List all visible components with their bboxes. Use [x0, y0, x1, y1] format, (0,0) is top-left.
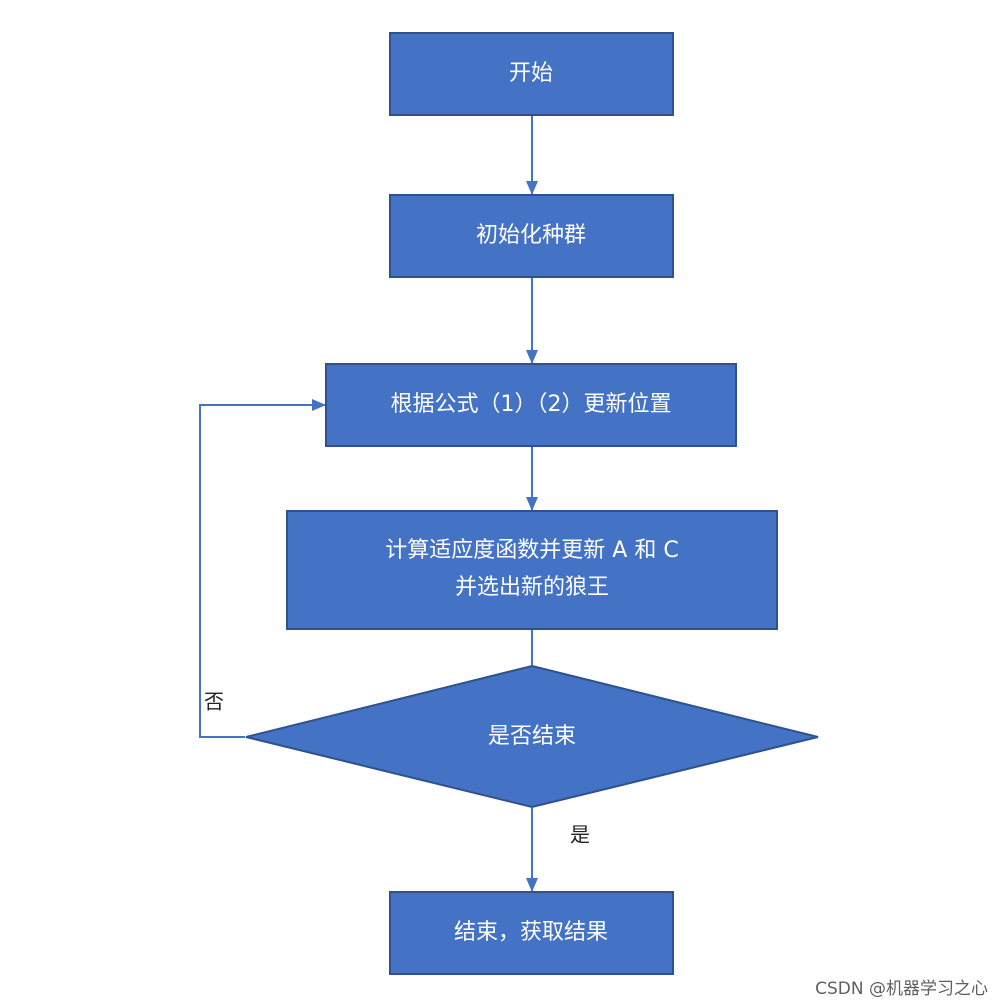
edge-label-yes: 是: [570, 823, 590, 847]
update-position-label: 根据公式（1）（2）更新位置: [391, 392, 672, 417]
edge-label-no: 否: [204, 690, 224, 714]
decision-node: [245, 664, 819, 809]
end-node: [389, 891, 674, 975]
arrow-decision-loop-back: [199, 399, 326, 738]
decision-label: 是否结束: [488, 724, 576, 749]
calc-fitness-label-line2: 并选出新的狼王: [455, 575, 609, 600]
start-node-label: 开始: [509, 61, 553, 86]
watermark-text: CSDN @机器学习之心: [815, 979, 988, 999]
calc-fitness-label-line1: 计算适应度函数并更新 A 和 C: [385, 538, 678, 563]
init-population-label: 初始化种群: [476, 223, 586, 248]
start-node: [389, 32, 674, 116]
end-node-label: 结束，获取结果: [454, 920, 608, 945]
calc-fitness-node: [286, 510, 778, 630]
init-population-node: [389, 194, 674, 278]
update-position-node: [325, 363, 737, 447]
